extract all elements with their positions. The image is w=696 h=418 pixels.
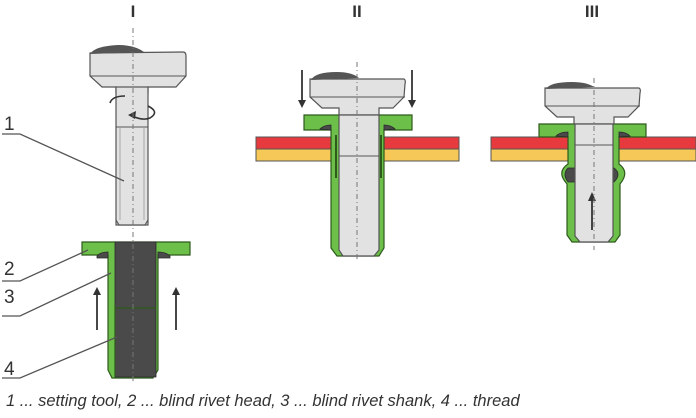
callout-1-number: 1 [4,114,15,135]
stage-label-1: I [131,2,136,21]
setting-tool [89,45,187,226]
rivet-bore [114,241,157,378]
sheet-bottom-left [255,148,332,162]
sheet-bottom-left-3 [490,148,569,162]
blind-rivet [81,241,191,379]
callout-4-leader [2,336,118,379]
rotation-arrow-icon [109,95,156,120]
figure-caption: 1 ... setting tool, 2 ... blind rivet he… [6,392,520,410]
callout-2-number: 2 [4,259,15,280]
sheet-top-right [383,136,460,150]
stage-label-3: III [585,2,599,21]
rivet-bulge-left [564,167,576,183]
callout-2-leader [2,249,89,282]
callout-3-leader [2,272,112,317]
sheet-bottom-right-3 [618,148,696,162]
sheet-top-right-3 [618,136,696,150]
callout-3-number: 3 [4,287,15,308]
setting-tool-head-top [90,45,144,54]
callout-1-leader [2,133,125,182]
sheet-bottom-right [383,148,460,162]
stage-2: II [255,2,460,262]
callout-4-number: 4 [4,359,15,380]
setting-tool-shank [115,86,149,226]
callouts: 1 2 3 4 [2,114,125,380]
sheet-top-left-3 [490,136,569,150]
setting-tool-shank-2 [338,114,380,257]
sheet-top-left [255,136,332,150]
stage-3: III [490,2,696,250]
stage-label-2: II [352,2,361,21]
stage-1: I [81,2,191,384]
